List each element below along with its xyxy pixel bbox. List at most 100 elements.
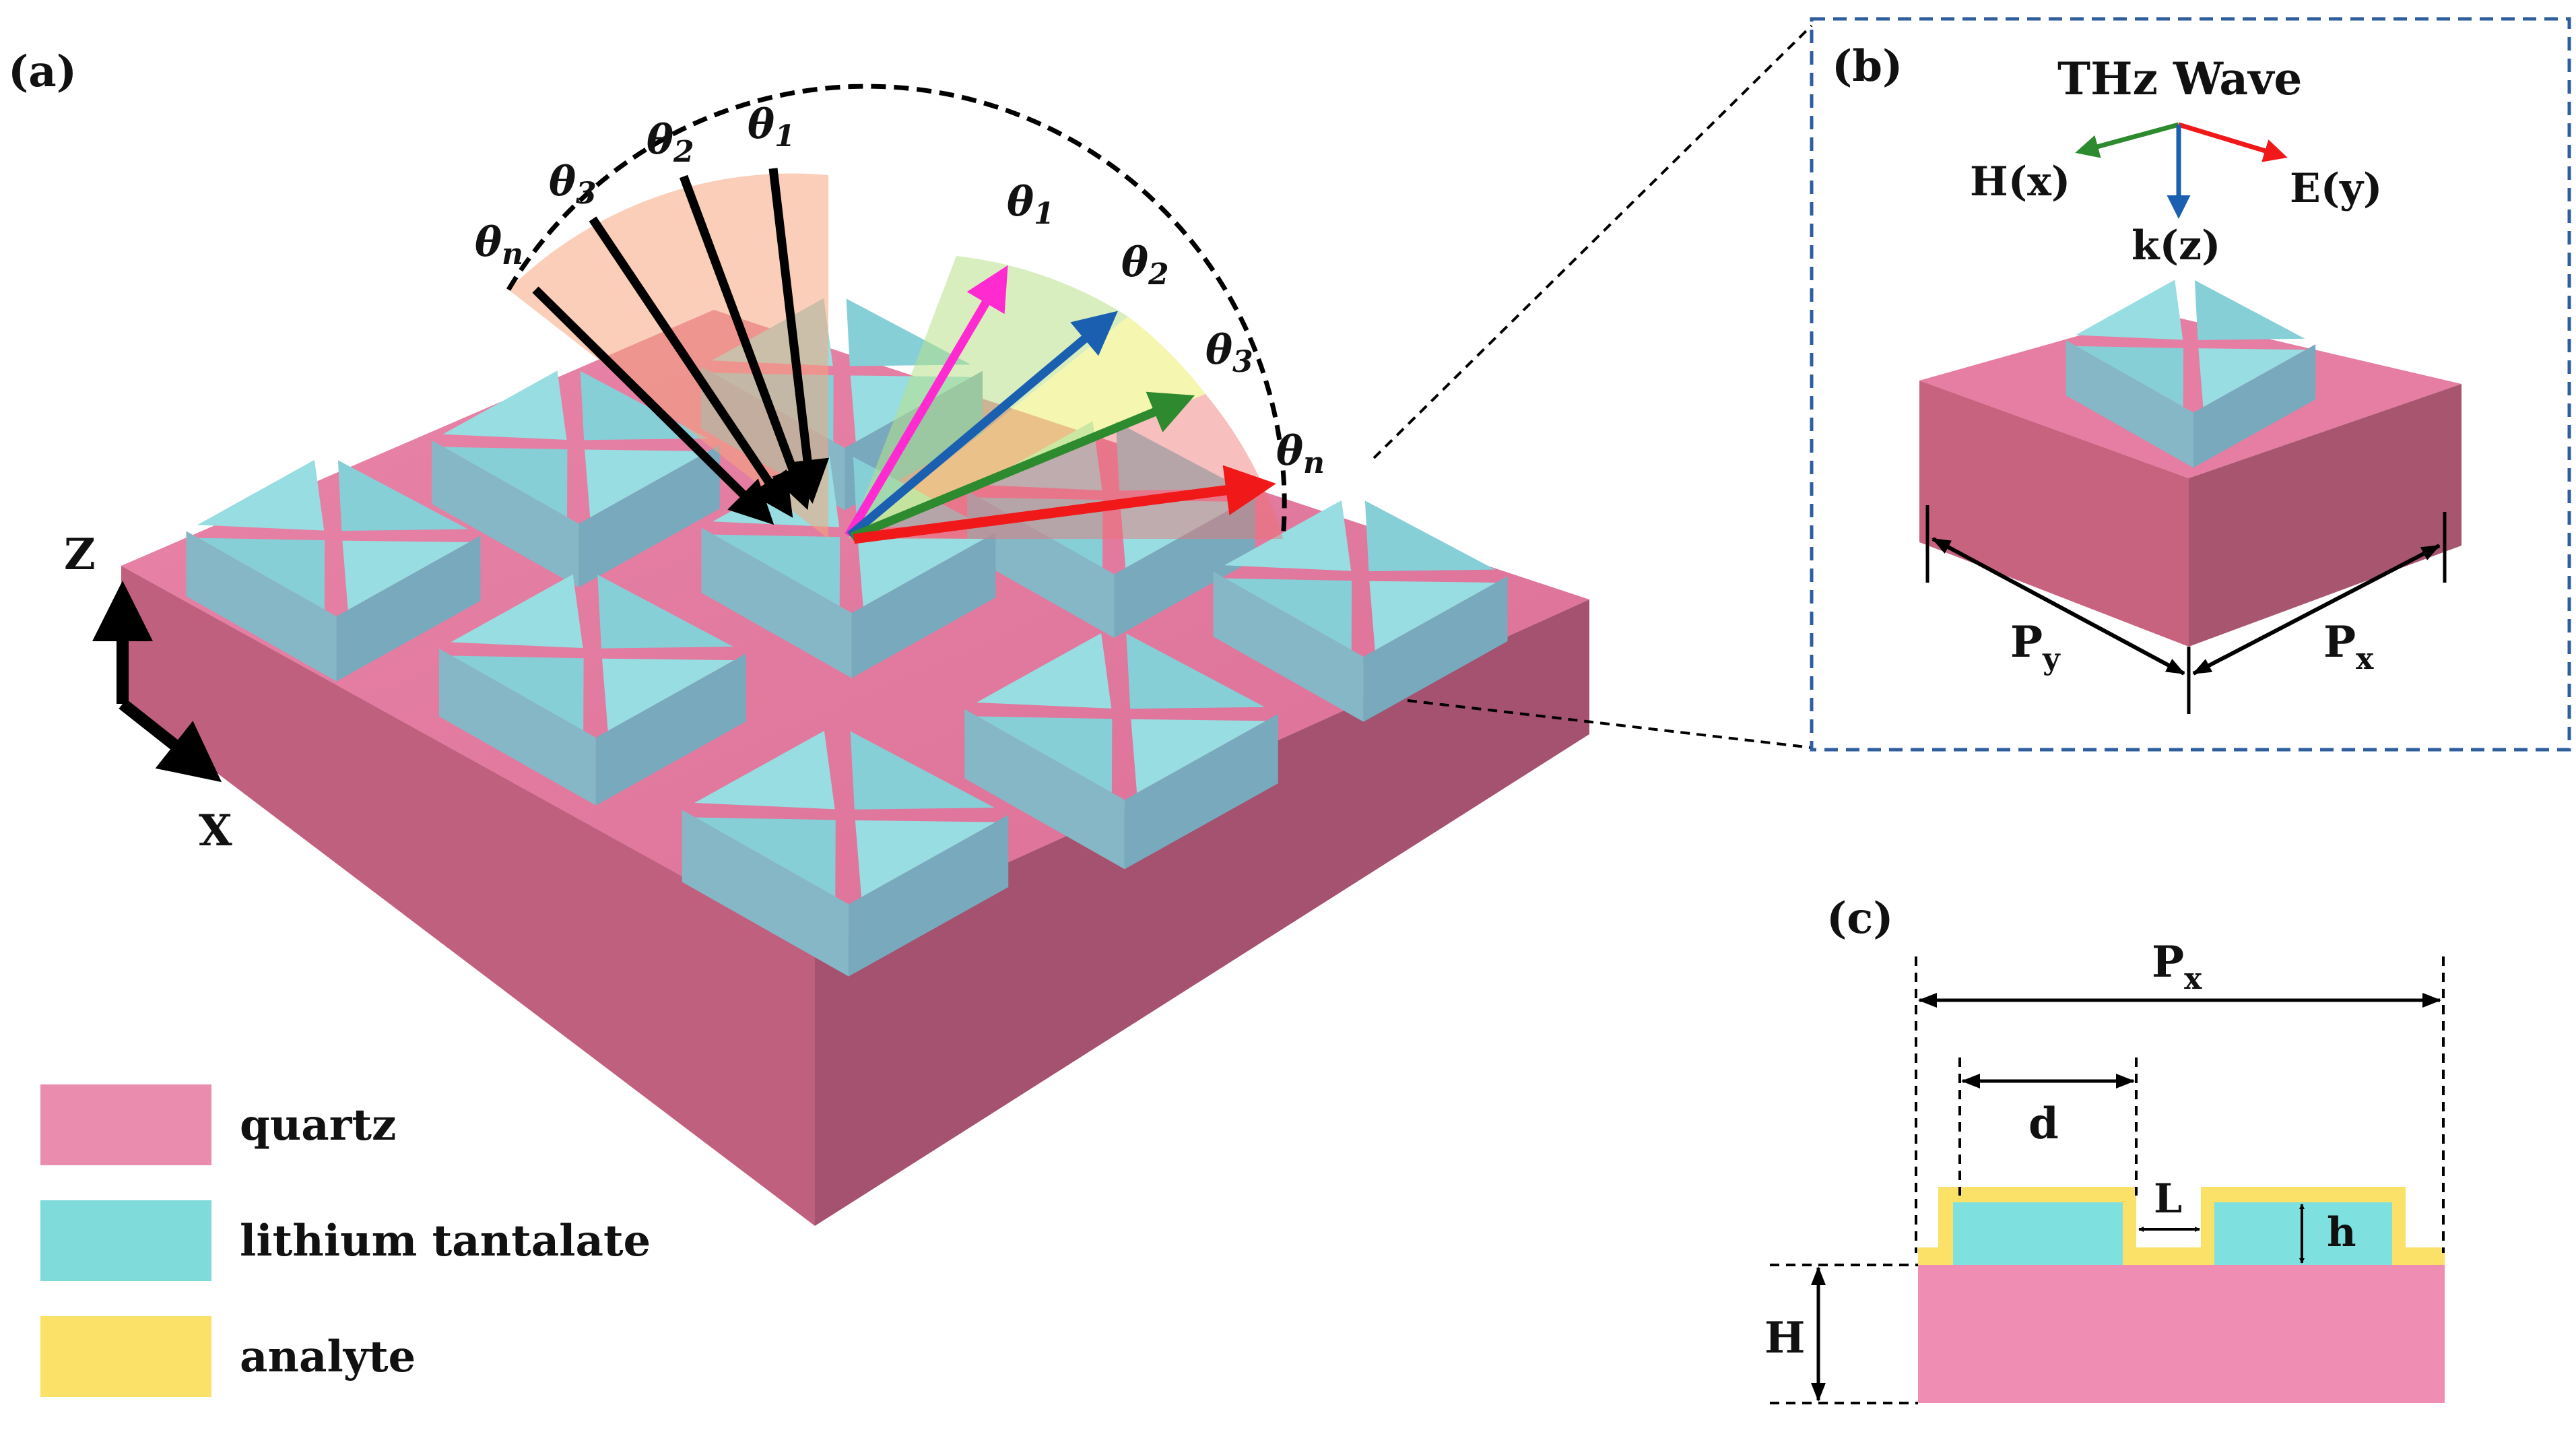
incident-angle-labels: θn θ3 θ2 θ1 — [475, 101, 795, 271]
resonator-triangle — [976, 633, 1112, 709]
coordinate-axes: Z X — [64, 529, 232, 856]
cs-d-label: d — [2028, 1099, 2059, 1149]
resonator-triangle — [2194, 280, 2305, 340]
resonator-triangle — [2075, 280, 2183, 340]
panel-c-label: (c) — [1826, 893, 1894, 944]
legend-label: analyte — [240, 1331, 416, 1382]
connector-line-bottom — [1407, 699, 1812, 749]
legend-label: lithium tantalate — [240, 1215, 651, 1266]
reflected-theta-n: θn — [1276, 428, 1325, 480]
resonator-triangle — [2198, 348, 2306, 408]
resonator-triangle — [977, 716, 1113, 793]
resonator-triangle — [451, 655, 584, 731]
resonator-side — [964, 709, 1125, 870]
incident-theta-3: θ3 — [549, 158, 597, 211]
resonator-triangle — [197, 459, 325, 531]
resonator-triangle — [1369, 581, 1496, 651]
legend-swatch — [40, 1200, 211, 1281]
connector-line-top — [1373, 24, 1813, 459]
reflected-wave-fan — [845, 256, 1283, 544]
resonator-triangle — [694, 730, 835, 810]
reflected-ray-2 — [847, 311, 1118, 539]
cross-section-dimensions: Px d L h H — [1764, 937, 2445, 1404]
cs-quartz-substrate — [1918, 1265, 2445, 1403]
resonator-triangle — [713, 534, 840, 606]
cs-h-label: h — [2327, 1209, 2356, 1256]
incident-wave-fan — [508, 168, 830, 539]
e-field-arrow — [2177, 122, 2288, 162]
resonator-triangle — [1115, 421, 1243, 491]
reflected-fan-sector-yellow — [849, 317, 1206, 539]
resonator-side — [849, 814, 1009, 977]
legend-item: lithium tantalate — [40, 1200, 651, 1281]
resonator-side — [682, 810, 849, 977]
resonator-triangle — [850, 731, 995, 810]
resonator-cross — [439, 574, 746, 806]
resonator-triangle — [443, 447, 568, 517]
cs-H-label: H — [1764, 1313, 1805, 1363]
h-field-label: H(x) — [1970, 158, 2070, 205]
resonator-triangle — [585, 449, 709, 518]
resonator-triangle — [442, 370, 567, 440]
incident-ray-3 — [589, 216, 793, 518]
incident-theta-1: θ1 — [748, 101, 795, 154]
legend-item: analyte — [40, 1316, 651, 1397]
resonator-cross — [682, 730, 1009, 977]
resonator-side — [579, 445, 720, 587]
resonator-side — [186, 531, 337, 682]
unit-cell — [1919, 280, 2462, 647]
reflected-ray-n — [853, 465, 1276, 544]
resonator-side — [701, 527, 852, 678]
slab-right-face — [815, 599, 1589, 1226]
panel-b-frame — [1810, 17, 2571, 752]
field-vectors: H(x) E(y) k(z) — [1970, 122, 2382, 269]
e-field-label: E(y) — [2290, 165, 2382, 212]
panel-b-label: (b) — [1832, 41, 1903, 92]
incident-ray-n — [532, 286, 774, 525]
resonator-side — [2066, 340, 2193, 468]
x-axis-label: X — [199, 806, 232, 856]
resonator-side — [432, 440, 579, 587]
resonator-side — [595, 653, 746, 806]
resonator-cross — [1213, 500, 1508, 722]
resonator-side — [2193, 344, 2316, 468]
legend-item: quartz — [40, 1084, 651, 1165]
incident-theta-n: θn — [475, 219, 523, 271]
resonator-side — [336, 535, 481, 682]
resonator-triangle — [1364, 500, 1496, 572]
x-axis-arrow — [119, 698, 222, 783]
wave-title: THz Wave — [2057, 53, 2302, 105]
unit-cell-resonator — [2066, 280, 2316, 468]
resonator-side — [851, 532, 996, 678]
unit-cell-top-face — [1919, 313, 2462, 478]
resonator-triangle — [1120, 500, 1245, 568]
resonator-triangle — [601, 658, 735, 731]
reflected-theta-2: θ2 — [1121, 239, 1169, 292]
resonator-triangle — [597, 575, 733, 649]
reflected-ray-3 — [850, 391, 1195, 542]
resonator-triangle — [1131, 719, 1266, 793]
resonator-side — [439, 649, 596, 806]
h-field-arrow — [2075, 122, 2179, 158]
reflected-angle-labels: θ1 θ2 θ3 θn — [1007, 178, 1325, 480]
legend-swatch — [40, 1316, 211, 1397]
py-label: Py — [2010, 617, 2061, 676]
resonator-cross — [964, 633, 1278, 870]
angle-arc — [506, 84, 1287, 540]
resonator-triangle — [855, 820, 996, 897]
k-vector-label: k(z) — [2132, 222, 2220, 269]
resonator-triangle — [1224, 500, 1352, 571]
resonator-triangle — [1225, 578, 1352, 650]
px-dimension — [2192, 544, 2441, 676]
resonator-side — [1213, 571, 1364, 722]
resonator-side — [1124, 714, 1278, 870]
reflected-ray-1 — [845, 265, 1008, 538]
panel-a-label: (a) — [8, 46, 77, 97]
unit-cell-resonator-cross — [2066, 280, 2316, 468]
resonator-triangle — [857, 537, 985, 607]
legend-label: quartz — [240, 1099, 397, 1150]
resonator-cross — [186, 459, 481, 682]
incident-ray-2 — [679, 174, 814, 511]
cs-L-label: L — [2154, 1175, 2182, 1223]
